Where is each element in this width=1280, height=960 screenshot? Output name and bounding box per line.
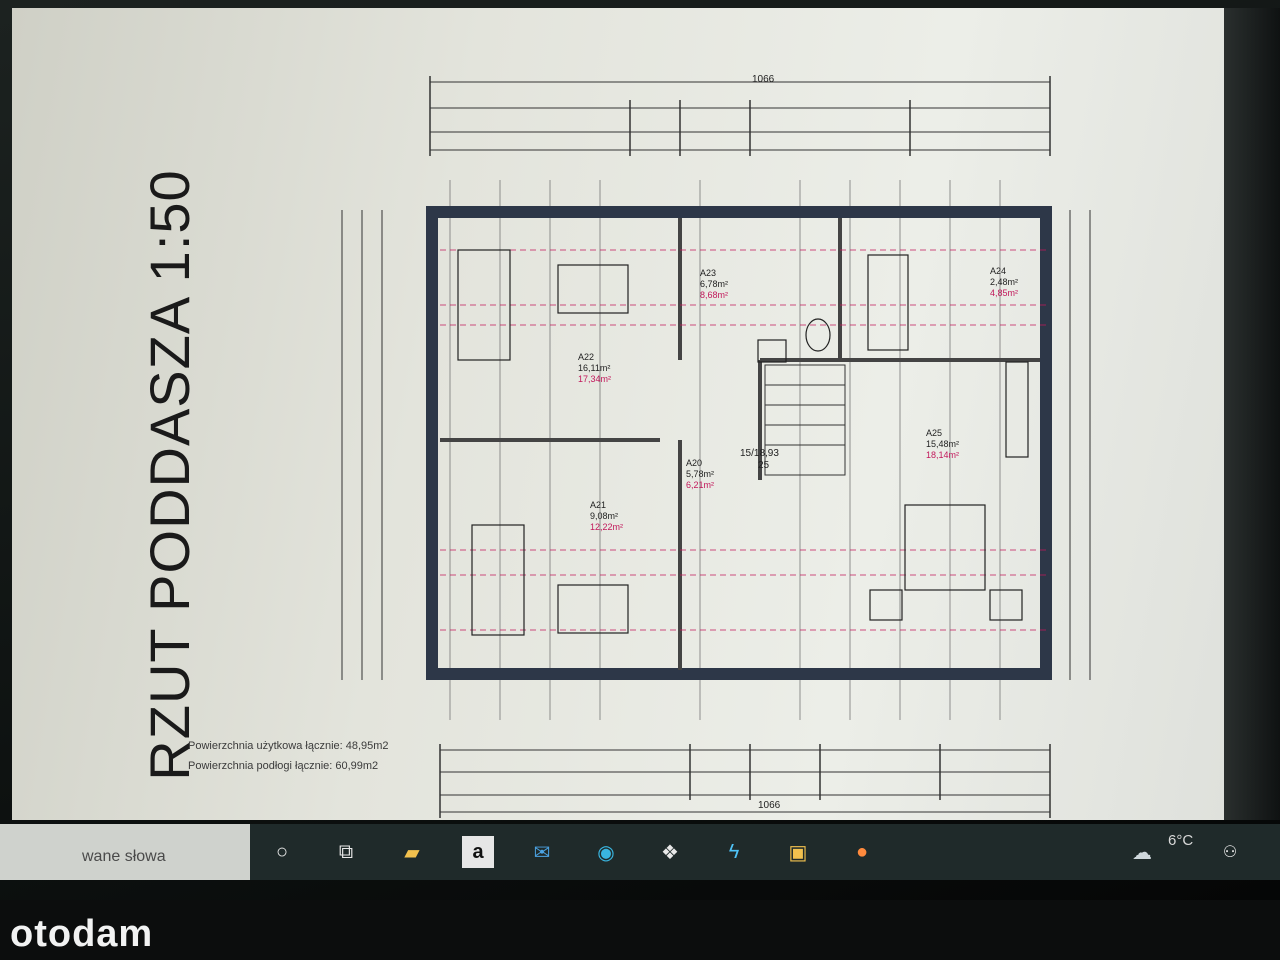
- stairs-count: 25: [758, 460, 770, 471]
- task-view-icon[interactable]: ⧉: [338, 840, 354, 863]
- file-explorer-icon[interactable]: ▰: [404, 841, 420, 864]
- taskbar: [250, 824, 1280, 880]
- sheet-title: RZUT PODDASZA 1:50: [138, 169, 201, 781]
- edge-icon[interactable]: ◉: [597, 841, 615, 864]
- dim-bottom-total: 1066: [758, 800, 781, 811]
- usable-area-summary: Powierzchnia użytkowa łącznie: 48,95m2: [188, 740, 389, 752]
- stairs-label: 15/18,93: [740, 448, 779, 459]
- mail-icon[interactable]: ✉: [533, 841, 551, 864]
- weather-temperature: 6°C: [1168, 832, 1194, 849]
- dropbox-icon[interactable]: ❖: [661, 841, 679, 864]
- firefox-icon[interactable]: ●: [855, 840, 869, 863]
- dim-top-total: 1066: [752, 74, 775, 85]
- floor-plan-drawing: [341, 76, 1091, 818]
- floor-plan-document: [12, 8, 1224, 820]
- cortana-icon[interactable]: ○: [275, 840, 289, 863]
- floor-area-summary: Powierzchnia podłogi łącznie: 60,99m2: [188, 760, 379, 772]
- monitor-edge: [1224, 8, 1280, 820]
- taskbar-search[interactable]: wane słowa: [0, 824, 250, 880]
- notification-icon[interactable]: ⚇: [1222, 844, 1238, 861]
- watermark-logo: otodam: [10, 913, 154, 955]
- app-icon[interactable]: ϟ: [728, 840, 740, 863]
- amazon-icon[interactable]: a: [462, 836, 494, 868]
- weather-icon[interactable]: ☁: [1132, 841, 1152, 864]
- store-icon[interactable]: ▣: [788, 841, 808, 864]
